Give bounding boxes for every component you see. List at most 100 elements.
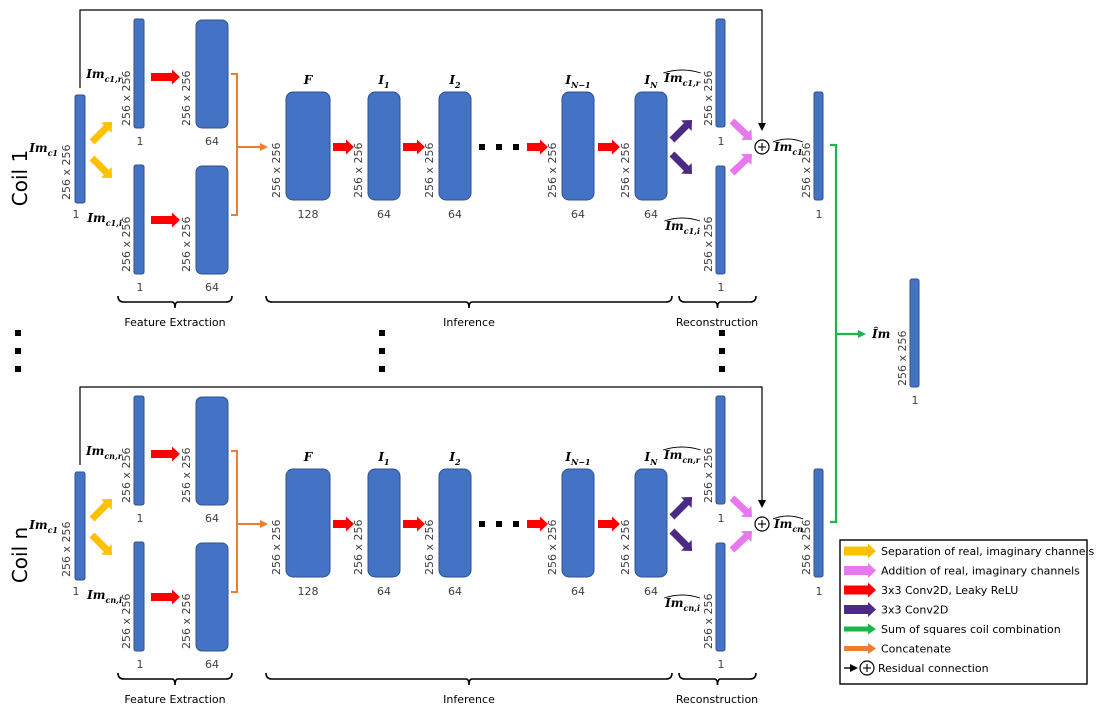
coil2-separation-arrow-up-shape <box>89 499 112 522</box>
coil2-rec-real-label: Imcn,r <box>663 448 701 465</box>
coil-ellipsis-dot <box>15 366 21 372</box>
coil2-conv-arrow-I1-I2-shape <box>403 516 425 532</box>
coil2-input-block <box>74 471 86 581</box>
coil2-brace-reconstruction <box>678 672 757 686</box>
coil2-imag-dims: 256 x 256 <box>120 594 133 650</box>
coil2-rec-imag-block <box>715 542 726 652</box>
coil2-inference-block-I2 <box>438 468 472 578</box>
coil1-inference-label-2: I2 <box>448 73 461 90</box>
coil2-ellipsis-dot <box>496 521 502 527</box>
legend-separation-arrow-icon-shape <box>844 543 876 559</box>
coil1-conv-arrow-imag-shape <box>151 212 180 228</box>
legend-conv-arrow-icon <box>844 602 876 617</box>
coil1-stage-feature-extraction: Feature Extraction <box>124 316 225 329</box>
coil2-conv-arrow-real <box>151 446 180 462</box>
coil2-stage-reconstruction: Reconstruction <box>676 693 758 706</box>
coil1-real-channels: 1 <box>137 135 144 148</box>
coil1-feature-real-dims: 256 x 256 <box>180 71 193 127</box>
coil1-separation-arrow-up-shape <box>89 122 112 145</box>
legend: Separation of real, imaginary channelsAd… <box>839 539 1095 685</box>
coil2-conv-arrow-down-shape <box>669 528 692 551</box>
final-output-dims: 256 x 256 <box>896 331 909 387</box>
coil2-stage-feature-extraction: Feature Extraction <box>124 693 225 706</box>
legend-addition-arrow-icon <box>844 563 876 578</box>
coil2-stage-inference: Inference <box>443 693 495 706</box>
coil1-residual-arrowhead <box>758 123 766 131</box>
coil1-conv-arrow-I1-I2 <box>403 139 425 155</box>
sum-of-squares-bracket <box>830 143 838 524</box>
coil2-inference-dims-1: 256 x 256 <box>352 520 365 576</box>
coil2-inference-label-1: I1 <box>377 450 389 467</box>
coil2-conv-arrow-up-shape <box>669 497 692 520</box>
coil1-inference-block-IN1 <box>561 91 595 201</box>
coil2-rec-real-channels: 1 <box>718 512 725 525</box>
coil1-conv-arrow-up-shape <box>669 120 692 143</box>
coil2-conv-arrow-up <box>669 497 692 520</box>
coil1-inference-dims-3: 256 x 256 <box>546 143 559 199</box>
coil2-addition-arrow-bottom-shape <box>729 530 753 553</box>
coil2-conv-arrow-F-I1 <box>333 516 354 532</box>
coil2-inference-label-4: IN <box>644 450 659 467</box>
coil1-inference-channels-3: 64 <box>571 208 585 221</box>
coil1-inference-label-4: IN <box>644 73 659 90</box>
legend-residual-arrow-icon-head <box>850 664 858 672</box>
coil1-brace-inference <box>265 295 673 309</box>
legend-item-label: 3x3 Conv2D <box>881 604 948 617</box>
final-output-block <box>909 278 920 388</box>
coil2-inference-dims-4: 256 x 256 <box>619 520 632 576</box>
coil1-input-channels: 1 <box>73 208 80 221</box>
coil2-concat-bracket <box>231 450 238 593</box>
coil2-imag-label: Imcn,i <box>86 588 122 605</box>
coil1-inference-dims-1: 256 x 256 <box>352 143 365 199</box>
coil1-inference-channels-2: 64 <box>448 208 462 221</box>
coil1-output-block <box>813 91 824 201</box>
coil1-rec-real-channels: 1 <box>718 135 725 148</box>
coil1-separation-arrow-down <box>89 155 112 178</box>
coil1-imag-channels: 1 <box>137 281 144 294</box>
reconstruction-ellipsis-dot <box>719 366 725 372</box>
coil1-input-label: Imc1 <box>28 141 58 158</box>
coil2-real-block <box>133 395 145 506</box>
coil1-rec-imag-dims: 256 x 256 <box>702 217 715 273</box>
coil1-inference-channels-1: 64 <box>377 208 391 221</box>
coil1-input-dims: 256 x 256 <box>60 145 73 201</box>
coil2-residual-line <box>79 386 763 502</box>
coil1-residual-line <box>79 9 763 125</box>
coil2-conv-arrow-imag-shape <box>151 589 180 605</box>
coil1-conv-arrow-F-I1-shape <box>333 139 354 155</box>
coil1-real-block <box>133 18 145 129</box>
coil1-rec-imag-label-hat <box>664 217 701 222</box>
legend-separation-arrow-icon <box>844 543 876 559</box>
coil2-rec-imag-channels: 1 <box>718 658 725 671</box>
coil2-inference-label-0: F <box>303 450 314 464</box>
coil1-rec-real-dims: 256 x 256 <box>702 71 715 127</box>
legend-concatenate-arrow-icon <box>844 643 876 654</box>
coil1-ellipsis-dot <box>513 144 519 150</box>
coil1-inference-block-I2 <box>438 91 472 201</box>
coil1-imag-block <box>133 164 145 275</box>
coil1-inference-channels-4: 64 <box>644 208 658 221</box>
coil1-output-dims: 256 x 256 <box>800 143 813 199</box>
coil2-feature-real-channels: 64 <box>205 512 219 525</box>
inference-ellipsis-dot <box>379 366 385 372</box>
coil1-conv-arrow-down-shape <box>669 151 692 174</box>
coil1-conv-arrow-I1-I2-shape <box>403 139 425 155</box>
coil2-separation-arrow-down-shape <box>89 532 112 555</box>
coil1-inference-label-1: I1 <box>377 73 389 90</box>
coil2-rec-imag-label: Imcn,i <box>664 596 700 613</box>
coil1-ellipsis-dot <box>496 144 502 150</box>
coil2-real-dims: 256 x 256 <box>120 448 133 504</box>
coil2-residual-arrowhead <box>758 500 766 508</box>
coil2-inference-dims-0: 256 x 256 <box>270 520 283 576</box>
coil2-output-label: Imcn <box>773 517 803 534</box>
coil2-imag-channels: 1 <box>137 658 144 671</box>
coil1-rec-imag-block <box>715 165 726 275</box>
coil1-inference-label-3: IN−1 <box>564 73 590 90</box>
coil2-input-dims: 256 x 256 <box>60 522 73 578</box>
coil1-output-label-hat <box>772 138 803 143</box>
coil1-brace-feature-extraction <box>117 295 233 309</box>
coil-ellipsis-dot <box>15 348 21 354</box>
coil1-inference-block-IN <box>634 91 668 201</box>
coil2-inference-block-I1 <box>367 468 401 578</box>
